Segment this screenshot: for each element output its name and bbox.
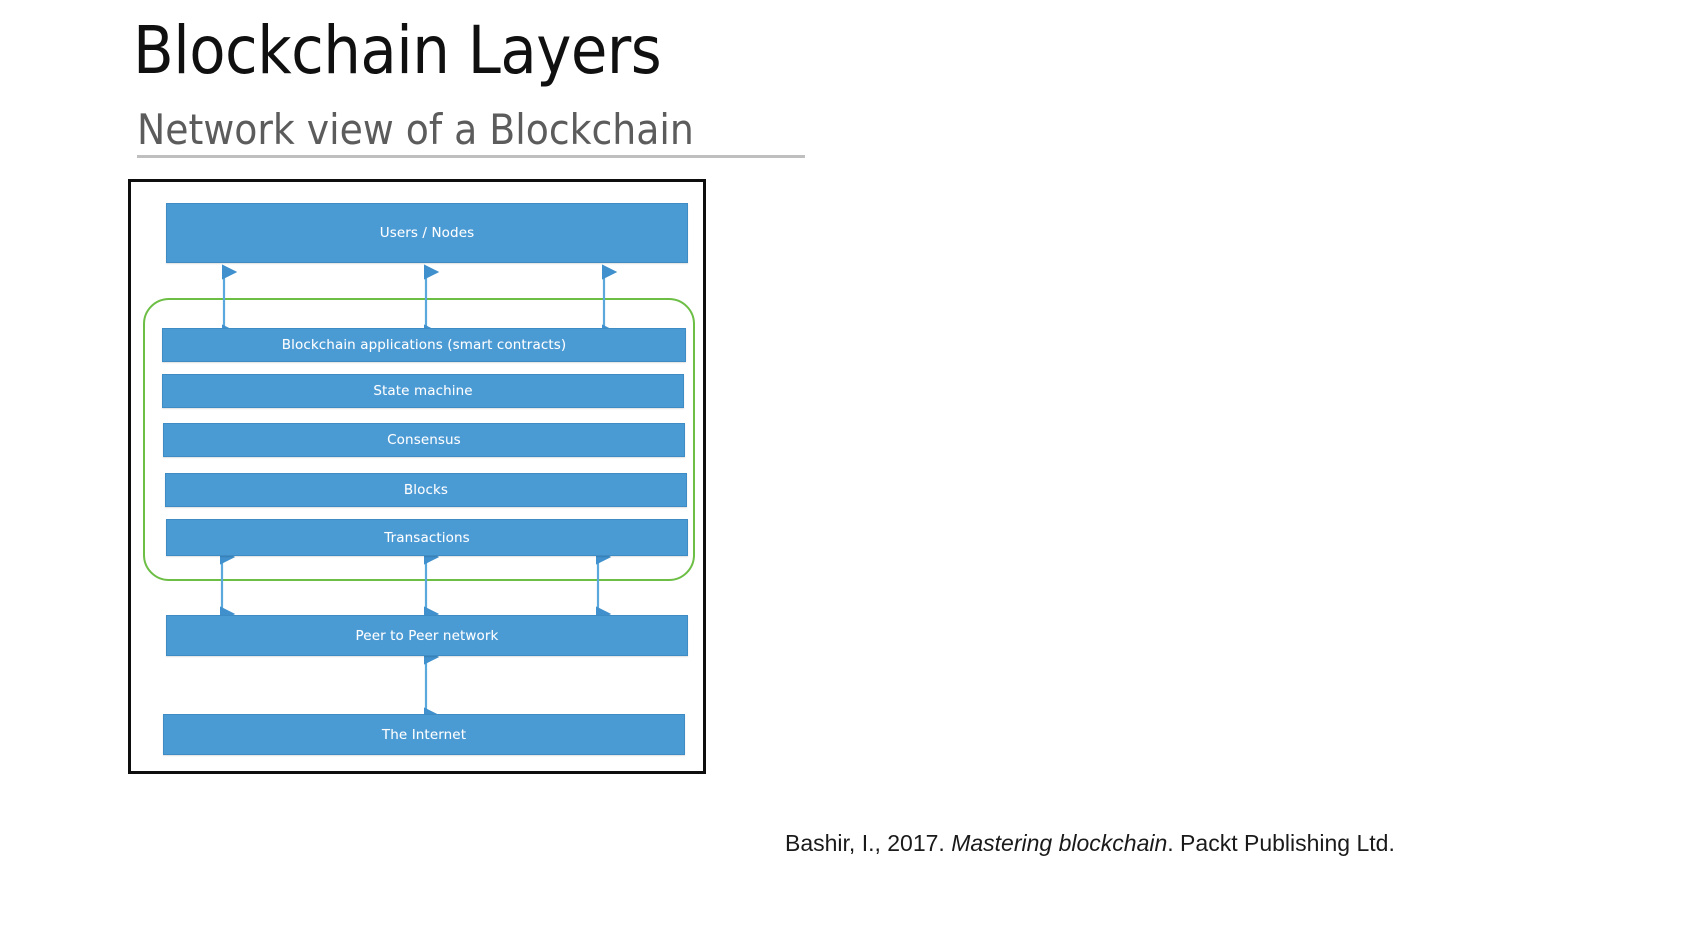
source-citation: Bashir, I., 2017. Mastering blockchain. …	[785, 830, 1395, 857]
diagram-content: Users / Nodes Blockchain applications (s…	[131, 182, 703, 771]
layer-bar-consensus[interactable]: Consensus	[163, 423, 685, 457]
layer-bar-blockchain-applications[interactable]: Blockchain applications (smart contracts…	[162, 328, 686, 362]
layer-bar-blocks[interactable]: Blocks	[165, 473, 687, 507]
page-subtitle: Network view of a Blockchain	[137, 105, 694, 154]
citation-prefix: Bashir, I., 2017.	[785, 830, 952, 856]
layer-bar-state-machine[interactable]: State machine	[162, 374, 684, 408]
layer-bar-the-internet[interactable]: The Internet	[163, 714, 685, 755]
page-title: Blockchain Layers	[133, 12, 662, 89]
layer-bar-users-nodes[interactable]: Users / Nodes	[166, 203, 688, 263]
citation-suffix: . Packt Publishing Ltd.	[1167, 830, 1395, 856]
layer-bar-transactions[interactable]: Transactions	[166, 519, 688, 556]
subtitle-divider	[137, 155, 805, 159]
layer-bar-peer-to-peer-network[interactable]: Peer to Peer network	[166, 615, 688, 656]
subtitle-block: Network view of a Blockchain	[137, 105, 807, 159]
citation-work-title: Mastering blockchain	[951, 830, 1168, 856]
blockchain-layers-diagram: Users / Nodes Blockchain applications (s…	[128, 179, 706, 774]
